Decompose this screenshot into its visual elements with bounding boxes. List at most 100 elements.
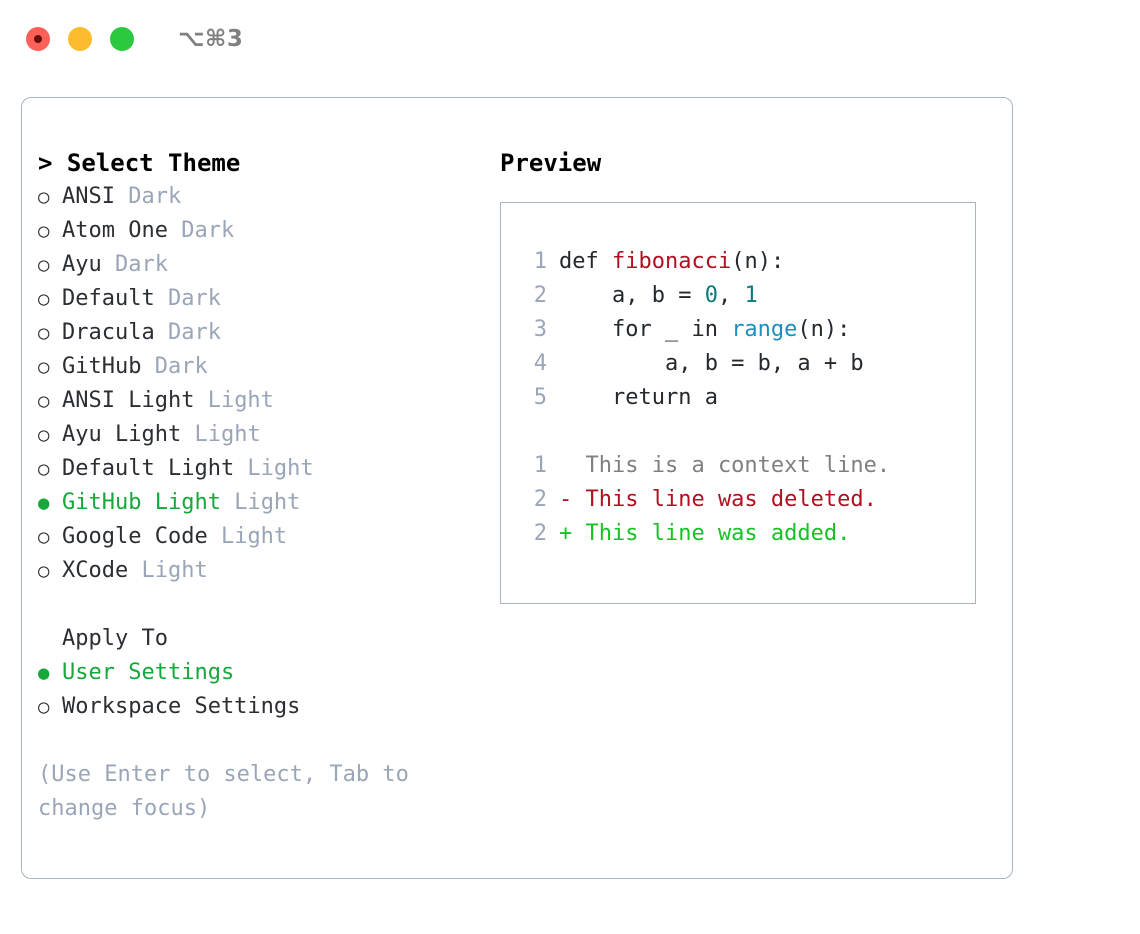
code-token-plain: return a bbox=[559, 385, 718, 410]
theme-option-tag: Light bbox=[220, 490, 301, 515]
theme-option-tag: Dark bbox=[114, 184, 182, 209]
theme-option-tag: Dark bbox=[167, 218, 235, 243]
radio-unselected-icon: ○ bbox=[38, 424, 50, 446]
line-number: 5 bbox=[533, 385, 547, 410]
theme-option-ayu[interactable]: ○ Ayu Dark bbox=[38, 248, 478, 282]
code-token-plain: a, b = b, a + b bbox=[559, 351, 864, 376]
theme-option-label: Default Light bbox=[62, 456, 235, 481]
diff-line-context: 1 This is a context line. bbox=[521, 449, 975, 483]
theme-option-tag: Light bbox=[194, 388, 274, 413]
apply-to-option-label: Workspace Settings bbox=[62, 694, 301, 719]
code-token-number: 1 bbox=[744, 283, 758, 308]
section-spacer bbox=[38, 588, 478, 622]
radio-unselected-icon: ○ bbox=[38, 526, 50, 548]
theme-option-tag: Light bbox=[181, 422, 261, 447]
radio-unselected-icon: ○ bbox=[38, 186, 50, 208]
theme-option-label: Google Code bbox=[62, 524, 208, 549]
line-number: 4 bbox=[533, 351, 547, 376]
code-line: 2 a, b = 0, 1 bbox=[521, 279, 975, 313]
close-dot-icon[interactable] bbox=[26, 27, 50, 51]
code-line-content: return a bbox=[559, 381, 718, 415]
theme-option-label: GitHub Light bbox=[62, 490, 221, 515]
theme-option-default[interactable]: ○Default Dark bbox=[38, 282, 478, 316]
maximize-dot-icon[interactable] bbox=[110, 27, 134, 51]
main-panel: > Select Theme ○ANSI Dark○Atom One Dark○… bbox=[21, 97, 1013, 879]
theme-option-default-light[interactable]: ○Default Light Light bbox=[38, 452, 478, 486]
apply-to-option-workspace-settings[interactable]: ○ Workspace Settings bbox=[38, 690, 478, 724]
line-number: 2 bbox=[533, 283, 547, 308]
code-line-content: for _ in range(n): bbox=[559, 313, 850, 347]
code-token-builtin: range bbox=[731, 317, 798, 342]
code-token-function: fibonacci bbox=[611, 249, 732, 274]
theme-option-github[interactable]: ○ GitHub Dark bbox=[38, 350, 478, 384]
theme-option-dracula[interactable]: ○ Dracula Dark bbox=[38, 316, 478, 350]
diff-line-content: This is a context line. bbox=[559, 453, 891, 478]
theme-option-label: Default bbox=[62, 286, 155, 311]
code-line: 1 def fibonacci(n): bbox=[521, 245, 975, 279]
theme-option-ansi[interactable]: ○ANSI Dark bbox=[38, 180, 478, 214]
apply-to-option-label: User Settings bbox=[62, 660, 235, 685]
radio-unselected-icon: ○ bbox=[38, 254, 50, 276]
apply-to-title: Apply To bbox=[62, 626, 168, 651]
diff-line-added: 2 + This line was added. bbox=[521, 517, 975, 551]
theme-option-label: ANSI Light bbox=[62, 388, 195, 413]
keyboard-hint-text: (Use Enter to select, Tab to change focu… bbox=[38, 762, 409, 821]
radio-unselected-icon: ○ bbox=[38, 560, 50, 582]
code-line-content: a, b = b, a + b bbox=[559, 347, 864, 381]
title-bar: ⌥⌘3 bbox=[0, 0, 1140, 78]
radio-unselected-icon: ○ bbox=[38, 356, 50, 378]
code-token-plain: def bbox=[559, 249, 612, 274]
code-token-plain: (n): bbox=[731, 249, 785, 274]
theme-option-google-code[interactable]: ○ Google Code Light bbox=[38, 520, 478, 554]
window-controls bbox=[26, 27, 134, 51]
radio-selected-icon: ● bbox=[38, 662, 50, 684]
radio-unselected-icon: ○ bbox=[38, 390, 50, 412]
theme-option-tag: Light bbox=[128, 558, 208, 583]
code-token-plain: (n): bbox=[797, 317, 851, 342]
theme-option-list: ○ANSI Dark○Atom One Dark○Ayu Dark○Defaul… bbox=[38, 180, 478, 588]
code-line: 3 for _ in range(n): bbox=[521, 313, 975, 347]
theme-option-label: Dracula bbox=[62, 320, 155, 345]
theme-option-label: Ayu Light bbox=[62, 422, 182, 447]
theme-option-ansi-light[interactable]: ○ ANSI Light Light bbox=[38, 384, 478, 418]
theme-option-atom-one[interactable]: ○ Atom One Dark bbox=[38, 214, 478, 248]
line-number: 1 bbox=[533, 249, 547, 274]
theme-option-tag: Dark bbox=[101, 252, 168, 277]
radio-selected-icon: ● bbox=[38, 492, 50, 514]
line-number: 2 bbox=[533, 487, 547, 512]
theme-option-ayu-light[interactable]: ○ Ayu Light Light bbox=[38, 418, 478, 452]
diff-line-content: + This line was added. bbox=[559, 521, 851, 546]
code-line: 4 a, b = b, a + b bbox=[521, 347, 975, 381]
theme-option-tag: Dark bbox=[141, 354, 208, 379]
theme-selection-column: > Select Theme ○ANSI Dark○Atom One Dark○… bbox=[38, 146, 478, 826]
minimize-dot-icon[interactable] bbox=[68, 27, 92, 51]
code-token-plain: , bbox=[717, 283, 745, 308]
line-number: 2 bbox=[533, 521, 547, 546]
code-line-content: def fibonacci(n): bbox=[559, 245, 784, 279]
theme-option-tag: Dark bbox=[154, 320, 221, 345]
theme-option-github-light[interactable]: ● GitHub Light Light bbox=[38, 486, 478, 520]
theme-option-xcode[interactable]: ○ XCode Light bbox=[38, 554, 478, 588]
keyboard-shortcut-label: ⌥⌘3 bbox=[178, 25, 244, 52]
select-theme-title: > Select Theme bbox=[38, 149, 241, 177]
diff-sample: 1 This is a context line.2- This line wa… bbox=[521, 449, 975, 551]
radio-unselected-icon: ○ bbox=[38, 288, 50, 310]
theme-option-tag: Light bbox=[207, 524, 288, 549]
code-token-plain: a, b = bbox=[559, 283, 705, 308]
radio-unselected-icon: ○ bbox=[38, 458, 50, 480]
code-line: 5 return a bbox=[521, 381, 975, 415]
line-number: 1 bbox=[533, 453, 547, 478]
line-number: 3 bbox=[533, 317, 547, 342]
theme-option-label: XCode bbox=[62, 558, 129, 583]
radio-unselected-icon: ○ bbox=[38, 220, 50, 242]
theme-option-label: Atom One bbox=[62, 218, 168, 243]
apply-to-option-user-settings[interactable]: ● User Settings bbox=[38, 656, 478, 690]
theme-option-label: GitHub bbox=[62, 354, 142, 379]
radio-unselected-icon: ○ bbox=[38, 696, 50, 718]
theme-option-label: Ayu bbox=[62, 252, 102, 277]
radio-unselected-icon: ○ bbox=[38, 322, 50, 344]
